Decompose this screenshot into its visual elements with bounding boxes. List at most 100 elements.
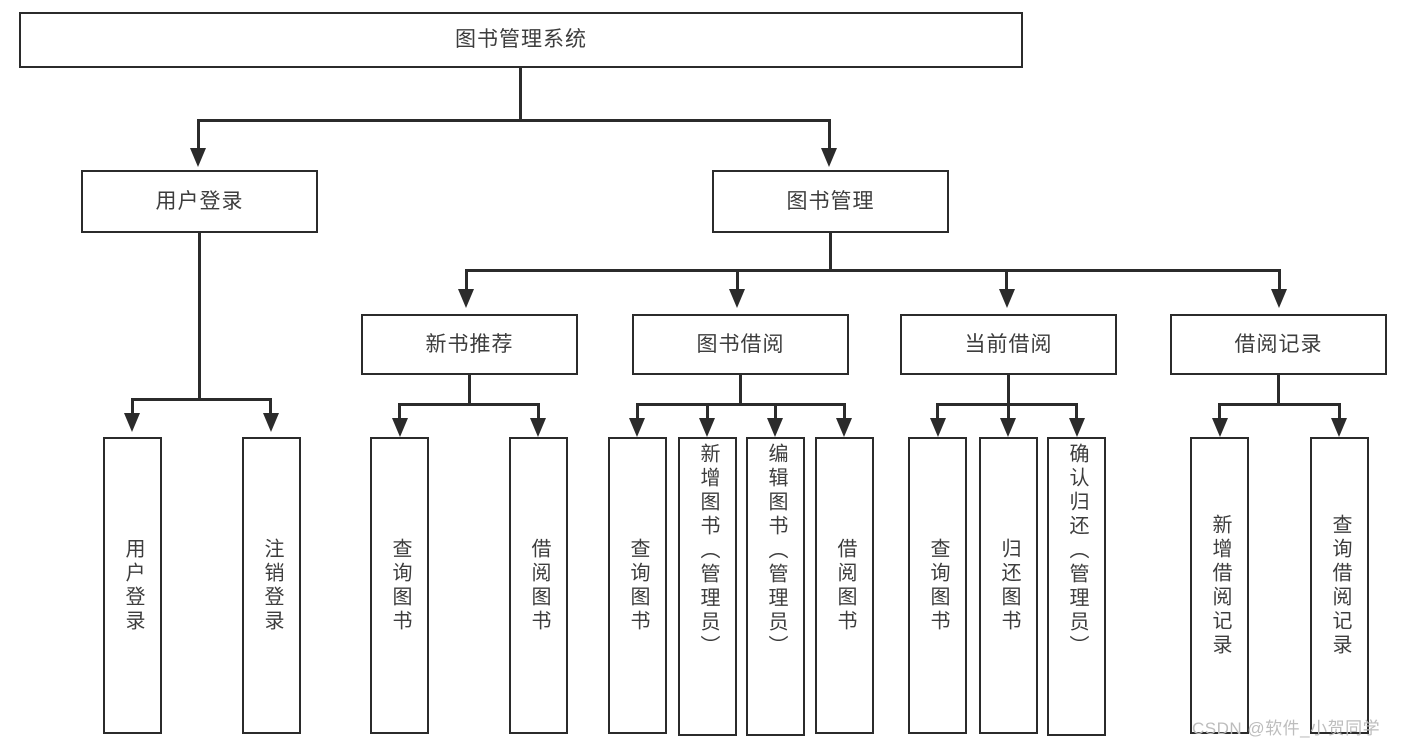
leaf-label: 借阅图书 xyxy=(528,537,550,634)
connector-bb-to-leaf-2 xyxy=(706,403,709,420)
leaf-inner: 用户登录 xyxy=(105,439,160,732)
leaf-inner: 新增图书（管理员） xyxy=(680,439,735,738)
leaf-book-borrow-edit-book-admin[interactable]: 编辑图书（管理员） xyxy=(746,437,805,736)
leaf-inner: 注销登录 xyxy=(244,439,299,732)
arrowhead-user-login xyxy=(190,148,206,167)
connector-cb-stem xyxy=(1007,375,1010,405)
connector-user-login-to-leaf-1 xyxy=(131,398,134,416)
connector-bm-to-book-borrow xyxy=(736,269,739,291)
leaf-new-book-recommend-borrow-book[interactable]: 借阅图书 xyxy=(509,437,568,734)
arrowhead-nbr-leaf-2 xyxy=(530,418,546,437)
leaf-label: 归还图书 xyxy=(998,537,1020,634)
connector-br-stem xyxy=(1277,375,1280,405)
node-label: 图书管理 xyxy=(786,189,875,213)
arrowhead-cb-leaf-1 xyxy=(930,418,946,437)
connector-root-stem xyxy=(519,68,522,119)
leaf-inner: 借阅图书 xyxy=(511,439,566,732)
leaf-user-login-login[interactable]: 用户登录 xyxy=(103,437,162,734)
connector-cb-to-leaf-2 xyxy=(1007,403,1010,420)
leaf-inner: 查询图书 xyxy=(910,439,965,732)
arrowhead-current-borrow xyxy=(999,289,1015,308)
leaf-borrow-record-query-record[interactable]: 查询借阅记录 xyxy=(1310,437,1369,734)
leaf-new-book-recommend-query-book[interactable]: 查询图书 xyxy=(370,437,429,734)
leaf-label: 借阅图书 xyxy=(834,537,856,634)
connector-bm-to-borrow-record xyxy=(1278,269,1281,291)
leaf-inner: 查询图书 xyxy=(372,439,427,732)
arrowhead-cb-leaf-2 xyxy=(1000,418,1016,437)
leaf-label: 查询借阅记录 xyxy=(1329,513,1351,658)
node-label: 图书借阅 xyxy=(696,332,785,356)
connector-br-to-leaf-1 xyxy=(1218,403,1221,420)
leaf-inner: 新增借阅记录 xyxy=(1192,439,1247,732)
node-borrow-record[interactable]: 借阅记录 xyxy=(1170,314,1387,375)
connector-bm-to-new-book-recommend xyxy=(465,269,468,291)
node-label: 新书推荐 xyxy=(425,332,514,356)
leaf-borrow-record-add-record[interactable]: 新增借阅记录 xyxy=(1190,437,1249,734)
node-label: 用户登录 xyxy=(155,189,244,213)
leaf-label: 新增图书（管理员） xyxy=(697,443,719,659)
arrowhead-nbr-leaf-1 xyxy=(392,418,408,437)
arrowhead-borrow-record xyxy=(1271,289,1287,308)
node-new-book-recommend[interactable]: 新书推荐 xyxy=(361,314,578,375)
connector-nbr-to-leaf-1 xyxy=(398,403,401,420)
arrowhead-new-book-recommend xyxy=(458,289,474,308)
node-book-borrow[interactable]: 图书借阅 xyxy=(632,314,849,375)
node-label: 当前借阅 xyxy=(964,332,1053,356)
leaf-current-borrow-confirm-return-admin[interactable]: 确认归还（管理员） xyxy=(1047,437,1106,736)
leaf-current-borrow-return-book[interactable]: 归还图书 xyxy=(979,437,1038,734)
connector-nbr-bus xyxy=(398,403,539,406)
leaf-label: 用户登录 xyxy=(122,537,144,634)
node-user-login[interactable]: 用户登录 xyxy=(81,170,318,233)
leaf-label: 新增借阅记录 xyxy=(1209,513,1231,658)
connector-book-management-stem xyxy=(829,233,832,272)
node-root-book-management-system[interactable]: 图书管理系统 xyxy=(19,12,1023,68)
leaf-inner: 确认归还（管理员） xyxy=(1049,439,1104,738)
connector-bm-to-current-borrow xyxy=(1005,269,1008,291)
arrowhead-user-login-leaf-2 xyxy=(263,413,279,432)
node-book-management[interactable]: 图书管理 xyxy=(712,170,949,233)
leaf-label: 编辑图书（管理员） xyxy=(765,443,787,659)
leaf-book-borrow-query-book[interactable]: 查询图书 xyxy=(608,437,667,734)
leaf-current-borrow-query-book[interactable]: 查询图书 xyxy=(908,437,967,734)
arrowhead-cb-leaf-3 xyxy=(1069,418,1085,437)
leaf-inner: 编辑图书（管理员） xyxy=(748,439,803,738)
leaf-book-borrow-add-book-admin[interactable]: 新增图书（管理员） xyxy=(678,437,737,736)
connector-cb-to-leaf-1 xyxy=(936,403,939,420)
arrowhead-book-borrow xyxy=(729,289,745,308)
connector-root-to-user-login xyxy=(197,119,200,151)
arrowhead-bb-leaf-2 xyxy=(699,418,715,437)
connector-user-login-bus xyxy=(131,398,271,401)
connector-cb-to-leaf-3 xyxy=(1075,403,1078,420)
connector-bb-to-leaf-4 xyxy=(843,403,846,420)
connector-bb-to-leaf-1 xyxy=(636,403,639,420)
connector-user-login-to-leaf-2 xyxy=(269,398,272,416)
leaf-label: 注销登录 xyxy=(261,537,283,634)
node-label: 图书管理系统 xyxy=(455,28,587,52)
connector-br-bus xyxy=(1218,403,1340,406)
connector-nbr-to-leaf-2 xyxy=(537,403,540,420)
csdn-watermark: CSDN @软件_小贺同学 xyxy=(1192,719,1381,738)
leaf-inner: 归还图书 xyxy=(981,439,1036,732)
connector-bb-to-leaf-3 xyxy=(774,403,777,420)
leaf-label: 确认归还（管理员） xyxy=(1066,443,1088,659)
leaf-label: 查询图书 xyxy=(389,537,411,634)
arrowhead-br-leaf-2 xyxy=(1331,418,1347,437)
leaf-inner: 查询图书 xyxy=(610,439,665,732)
arrowhead-br-leaf-1 xyxy=(1212,418,1228,437)
node-label: 借阅记录 xyxy=(1234,332,1323,356)
arrowhead-bb-leaf-3 xyxy=(767,418,783,437)
arrowhead-book-management xyxy=(821,148,837,167)
leaf-label: 查询图书 xyxy=(627,537,649,634)
arrowhead-user-login-leaf-1 xyxy=(124,413,140,432)
connector-bb-bus xyxy=(636,403,846,406)
connector-book-management-bus xyxy=(465,269,1281,272)
node-current-borrow[interactable]: 当前借阅 xyxy=(900,314,1117,375)
connector-nbr-stem xyxy=(468,375,471,405)
connector-root-to-book-management xyxy=(828,119,831,151)
connector-root-bus xyxy=(197,119,831,122)
leaf-book-borrow-borrow-book[interactable]: 借阅图书 xyxy=(815,437,874,734)
arrowhead-bb-leaf-4 xyxy=(836,418,852,437)
leaf-user-login-logout[interactable]: 注销登录 xyxy=(242,437,301,734)
arrowhead-bb-leaf-1 xyxy=(629,418,645,437)
